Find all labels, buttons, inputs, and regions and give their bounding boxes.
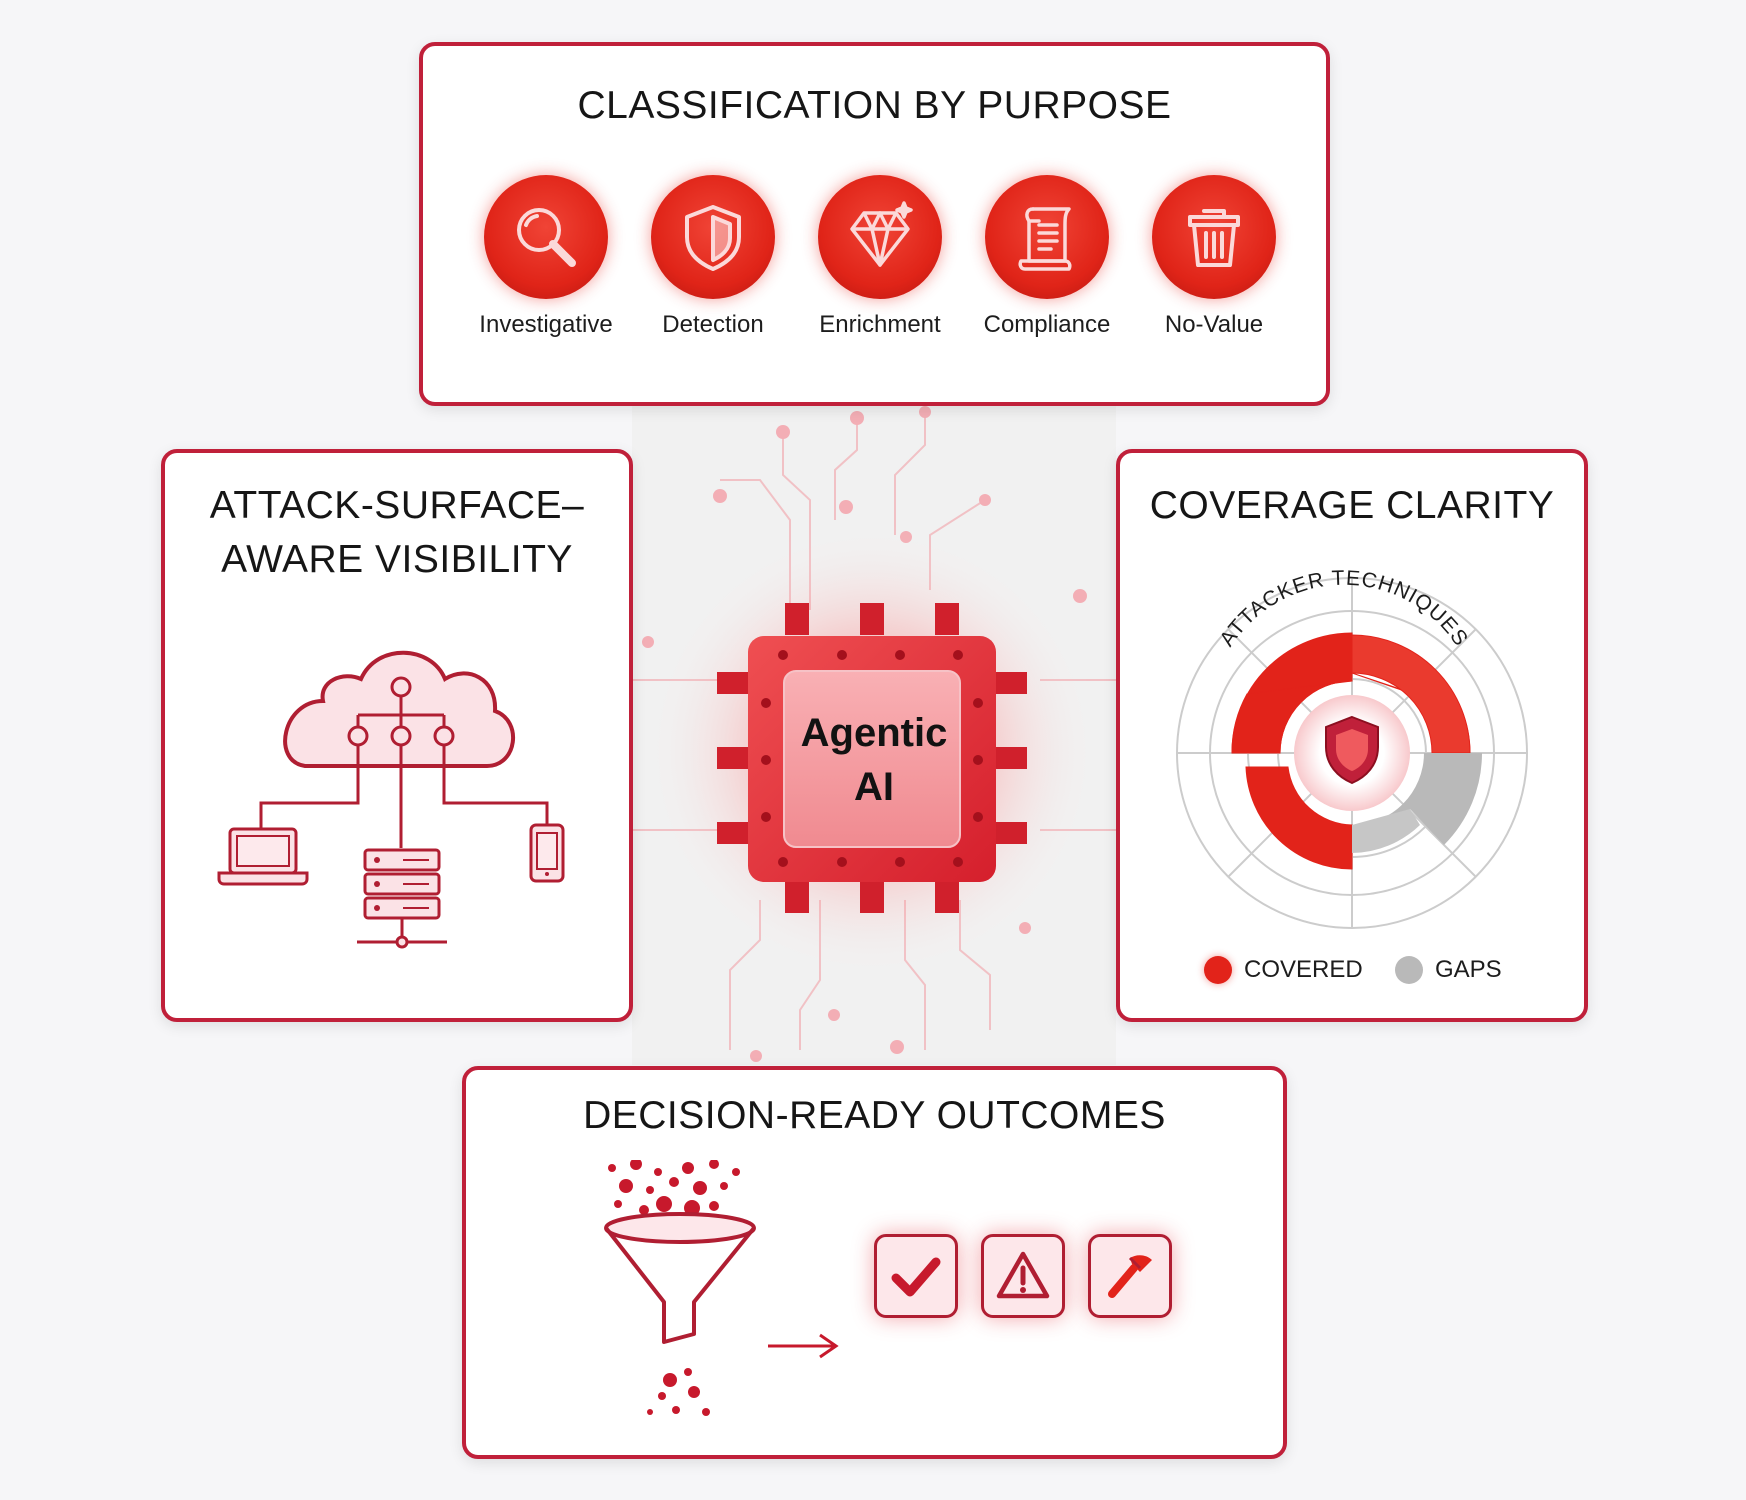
classification-card: CLASSIFICATION BY PURPOSE Investigative … — [419, 42, 1330, 406]
hammer-icon — [1088, 1234, 1172, 1318]
visibility-title-line1: ATTACK-SURFACE– — [209, 484, 585, 527]
chip-label: Agentic AI — [760, 706, 988, 814]
laptop-icon — [217, 827, 309, 886]
purpose-item-no-value: No-Value — [1130, 175, 1298, 339]
legend-gaps-label: GAPS — [1435, 956, 1502, 983]
outcomes-card: DECISION-READY OUTCOMES — [462, 1066, 1287, 1459]
purpose-label-investigative: Investigative — [479, 311, 613, 338]
legend-gaps: GAPS — [1395, 956, 1502, 984]
network-illustration — [217, 650, 565, 949]
purpose-item-enrichment: Enrichment — [796, 175, 964, 339]
warning-icon — [981, 1234, 1065, 1318]
coverage-segments-covered — [1231, 632, 1471, 870]
cloud-icon — [283, 650, 516, 768]
coverage-card: COVERAGE CLARITY — [1116, 449, 1588, 1022]
trash-icon — [1152, 175, 1276, 299]
funnel-icon — [604, 1160, 839, 1416]
diamond-icon — [818, 175, 942, 299]
purpose-item-compliance: Compliance — [963, 175, 1131, 339]
coverage-radar: ATTACKER TECHNIQUES — [1176, 567, 1528, 929]
legend-covered-label: COVERED — [1244, 956, 1363, 983]
purpose-item-investigative: Investigative — [462, 175, 630, 339]
legend-gaps-swatch — [1395, 956, 1423, 984]
purpose-label-compliance: Compliance — [983, 311, 1111, 338]
visibility-card: ATTACK-SURFACE– AWARE VISIBILITY — [161, 449, 633, 1022]
checkmark-icon — [874, 1234, 958, 1318]
purpose-label-detection: Detection — [662, 311, 764, 338]
purpose-label-no-value: No-Value — [1164, 311, 1264, 338]
document-scroll-icon — [985, 175, 1109, 299]
magnifier-icon — [484, 175, 608, 299]
phone-icon — [529, 823, 565, 883]
chip-label-line2: AI — [854, 765, 894, 809]
coverage-segments-gaps — [1352, 753, 1483, 853]
purpose-label-enrichment: Enrichment — [819, 311, 941, 338]
outcomes-title: DECISION-READY OUTCOMES — [583, 1094, 1166, 1137]
classification-title: CLASSIFICATION BY PURPOSE — [577, 84, 1172, 127]
visibility-title: ATTACK-SURFACE– AWARE VISIBILITY — [165, 479, 629, 587]
chip-label-line1: Agentic — [800, 711, 948, 755]
server-icon — [357, 848, 447, 949]
chip-core — [783, 670, 961, 848]
legend-covered: COVERED — [1204, 956, 1363, 984]
chip-dots — [761, 650, 983, 867]
radar-shield-icon — [1325, 715, 1379, 785]
legend-covered-swatch — [1204, 956, 1232, 984]
shield-icon — [651, 175, 775, 299]
coverage-title: COVERAGE CLARITY — [1149, 484, 1555, 527]
chip-pins — [717, 603, 1027, 913]
visibility-title-line2: AWARE VISIBILITY — [221, 538, 573, 581]
purpose-item-detection: Detection — [629, 175, 797, 339]
